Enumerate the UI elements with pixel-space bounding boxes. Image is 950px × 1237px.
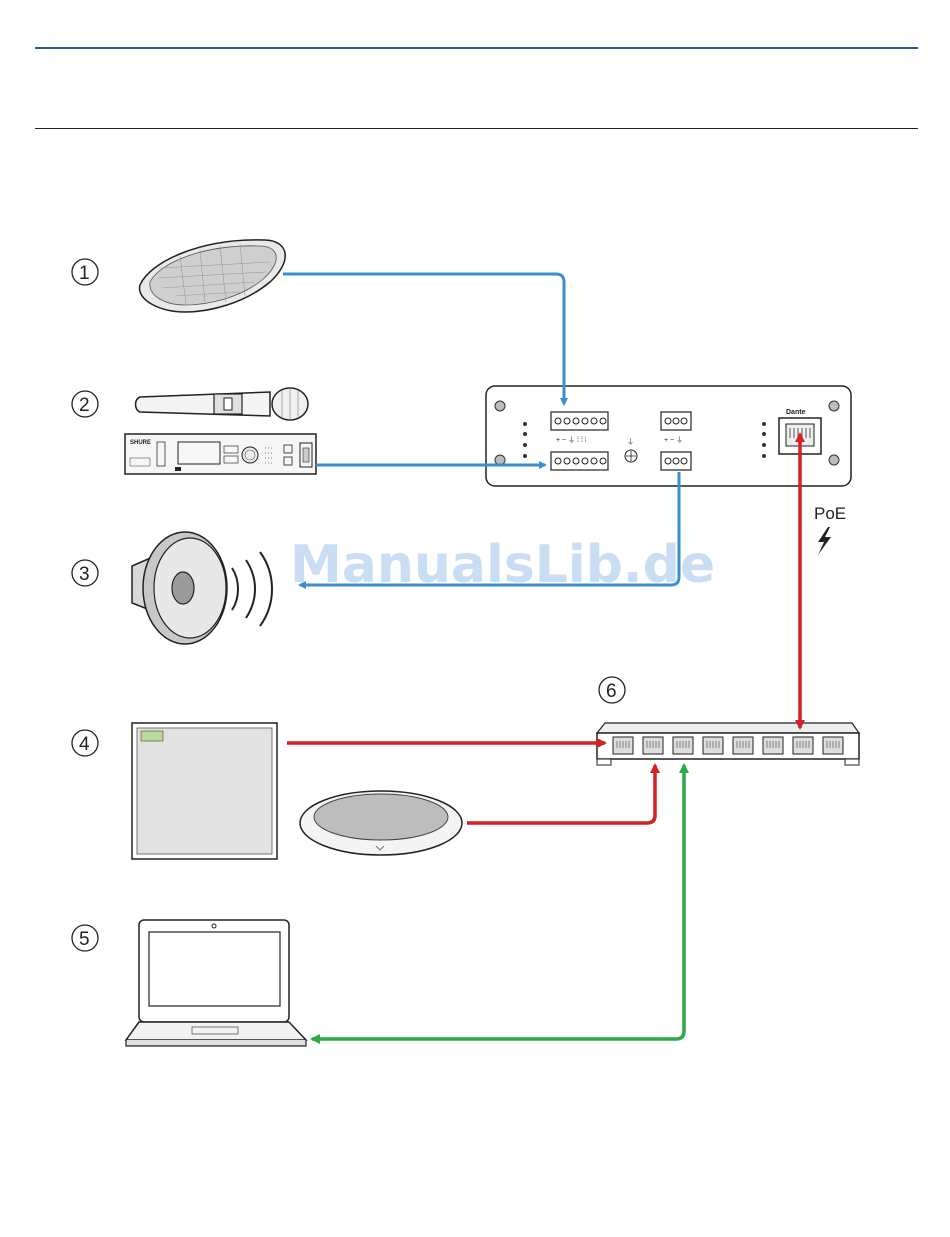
wireless-mic-icon	[136, 388, 309, 420]
svg-text:1: 1	[79, 263, 90, 284]
network-switch-icon	[597, 723, 859, 765]
marker-1: 1	[72, 259, 98, 285]
svg-text:4: 4	[79, 734, 90, 755]
marker-6: 6	[599, 677, 625, 703]
marker-5: 5	[72, 925, 98, 951]
connection-mic1-to-interface	[283, 274, 564, 404]
loudspeaker-icon	[132, 532, 272, 644]
ceiling-array-mic-icon	[132, 723, 277, 859]
svg-text:5: 5	[79, 929, 90, 950]
svg-text:3: 3	[79, 564, 90, 585]
lightning-icon	[818, 527, 831, 555]
boundary-mic-icon	[140, 240, 286, 312]
marker-4: 4	[72, 730, 98, 756]
audio-interface-icon: + − ⏚ ⁞ ⁞ ⁞ ⏚ + − ⏚ Dante	[486, 386, 851, 486]
svg-text:Dante: Dante	[786, 409, 806, 416]
poe-label: PoE	[814, 504, 846, 523]
connection-table-mic-to-switch	[467, 765, 655, 823]
svg-text:SHURE: SHURE	[130, 440, 151, 446]
svg-text:2: 2	[79, 395, 90, 416]
wireless-receiver-icon: SHURE	[125, 434, 316, 474]
laptop-icon	[126, 920, 306, 1046]
marker-3: 3	[72, 560, 98, 586]
svg-text:⏚: ⏚	[627, 438, 634, 446]
svg-text:+ − ⏚ ⁞ ⁞ ⁞: + − ⏚ ⁞ ⁞ ⁞	[556, 436, 587, 444]
svg-text:6: 6	[606, 681, 617, 702]
marker-2: 2	[72, 391, 98, 417]
svg-text:+ − ⏚: + − ⏚	[664, 436, 683, 444]
table-array-mic-icon	[300, 791, 462, 855]
